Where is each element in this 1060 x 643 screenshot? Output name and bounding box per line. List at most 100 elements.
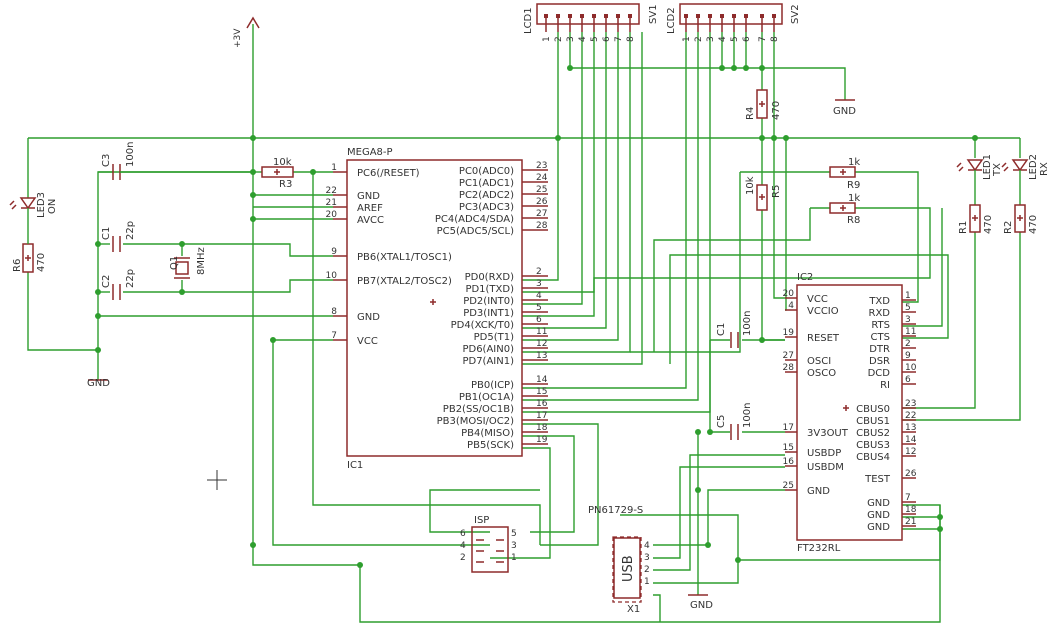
- ic2-pin-number: 18: [905, 505, 917, 515]
- svg-text:R9: R9: [847, 180, 860, 191]
- svg-text:R3: R3: [279, 179, 292, 190]
- gnd-symbol-lcd: GND: [833, 99, 856, 117]
- sv1-pin-number: 6: [602, 36, 612, 42]
- ic1-pin-number: 8: [331, 307, 337, 317]
- wire-pb4: [522, 435, 575, 533]
- ic1-pin-name: PB2(SS/OC1B): [443, 404, 514, 415]
- usb-value: PN61729-S: [588, 505, 643, 516]
- ic1-pin-number: 16: [536, 399, 548, 409]
- ic2-pin-name: USBDP: [807, 448, 841, 459]
- c1-capacitor-xtal: C1 22p: [101, 221, 136, 252]
- sv1-pin-number: 3: [566, 36, 576, 42]
- led1-tx: LED1 TX: [956, 154, 1003, 180]
- wire-usbdp: [653, 454, 785, 571]
- ic2-pin-number: 4: [788, 301, 794, 311]
- svg-text:C2: C2: [101, 275, 112, 288]
- svg-text:470: 470: [1028, 215, 1039, 234]
- wire-vccio: [785, 138, 787, 311]
- wires: [27, 24, 1021, 623]
- ic1-pin-number: 26: [536, 197, 548, 207]
- ic2-pin-number: 28: [783, 363, 795, 373]
- wire-pd1-rxd: [522, 207, 931, 293]
- ic2-pin-number: 6: [905, 375, 911, 385]
- c1-capacitor-reset: C1 100n: [716, 311, 753, 348]
- ic1-pin-number: 4: [536, 291, 542, 301]
- wire-pd7: [522, 32, 643, 365]
- wire-pb2: [522, 32, 711, 413]
- ic1-pin-number: 17: [536, 411, 547, 421]
- ic1-pin-name: GND: [357, 191, 380, 202]
- wire-xtal1: [123, 243, 333, 257]
- r4-resistor: R4 470: [745, 89, 782, 120]
- wire-pd2: [522, 32, 583, 305]
- sv1-pin-8: 8: [626, 14, 636, 42]
- ic2-pin-name: DTR: [869, 344, 890, 355]
- isp-pin-1: 1: [511, 553, 517, 563]
- svg-text:10k: 10k: [273, 157, 292, 168]
- usb-pin-2: 2: [644, 565, 650, 575]
- led2-rx: LED2 RX: [1001, 154, 1050, 180]
- ic1-pin-number: 19: [536, 435, 548, 445]
- ic1-pin-name: PB3(MOSI/OC2): [437, 416, 515, 427]
- ic1-pin-name: PB1(OC1A): [459, 392, 514, 403]
- sv2-pin-number: 8: [770, 36, 780, 42]
- c5-capacitor: C5 100n: [716, 403, 753, 440]
- ic1-pin-number: 7: [331, 331, 337, 341]
- wire-rts: [902, 208, 943, 327]
- ic2-pin-name: DCD: [868, 368, 891, 379]
- sv2-pin-2: 2: [694, 14, 704, 42]
- sv1-pin-6: 6: [602, 14, 612, 42]
- ic1-pin-name: GND: [357, 312, 380, 323]
- ic2-pin-name: RI: [880, 380, 890, 391]
- ic1-pin-number: 14: [536, 375, 548, 385]
- ic2-pin-name: DSR: [869, 356, 890, 367]
- wire-lcd-gnd: [569, 32, 846, 100]
- sv1-pin-5: 5: [590, 14, 600, 42]
- ic1-pin-number: 22: [326, 186, 337, 196]
- ic2-pin-name: RESET: [807, 333, 840, 344]
- sv2-pin-6: 6: [742, 14, 752, 42]
- wire-pd5: [522, 32, 619, 341]
- ic2-name: IC2: [797, 272, 813, 283]
- wire-isp-loop: [429, 489, 540, 533]
- wire-r6-gnd: [27, 272, 98, 351]
- ic2-pin-number: 19: [783, 328, 795, 338]
- ic2-pin-number: 20: [783, 289, 795, 299]
- svg-text:+3V: +3V: [233, 28, 243, 48]
- usb-pin-1: 1: [644, 577, 650, 587]
- ic1-pin-number: 25: [536, 185, 547, 195]
- ic2-pin-number: 7: [905, 493, 911, 503]
- ic1-pin-name: PC6(/RESET): [357, 168, 420, 179]
- ic2-pin-name: RTS: [871, 320, 890, 331]
- svg-text:22p: 22p: [125, 221, 136, 240]
- ic2-pin-number: 26: [905, 469, 917, 479]
- wire-usb-gnd2: [653, 489, 785, 546]
- ic1-pin-name: PB0(ICP): [471, 380, 514, 391]
- ic1-pin-name: PD3(INT1): [463, 308, 514, 319]
- isp-pin-4: 4: [460, 541, 466, 551]
- sv1-name: SV1: [648, 4, 659, 24]
- sv2-pin-number: 7: [758, 36, 768, 42]
- svg-text:LED2: LED2: [1028, 154, 1039, 180]
- wire-lcd2-p8: [773, 32, 785, 299]
- ic1-pin-name: PD1(TXD): [465, 284, 514, 295]
- ic1-name: IC1: [347, 460, 363, 471]
